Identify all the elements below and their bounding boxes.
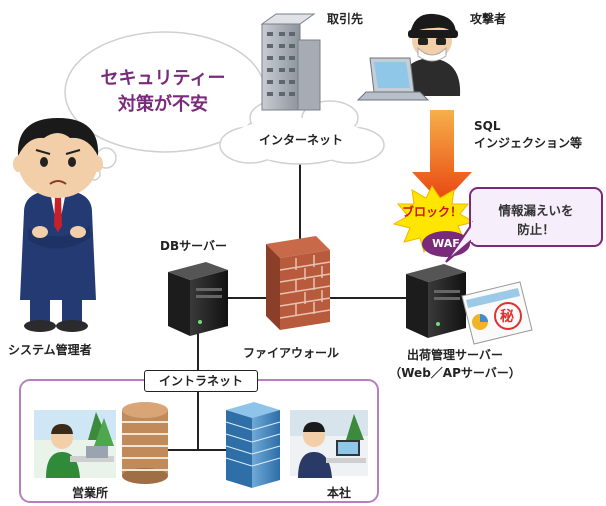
shipping-line-1: 出荷管理サーバー	[407, 348, 503, 362]
internet-label: インターネット	[259, 133, 344, 147]
callout-line-1: 情報漏えいを	[498, 203, 574, 218]
leak-prevention-callout	[445, 187, 603, 263]
admin-label: システム管理者	[8, 343, 92, 357]
firewall-label: ファイアウォール	[243, 346, 340, 360]
headquarters-label: 本社	[327, 486, 352, 500]
client-label: 取引先	[327, 12, 364, 26]
attacker-label: 攻撃者	[470, 12, 507, 26]
db-server-icon	[168, 262, 228, 336]
secret-mark: 秘	[500, 309, 514, 325]
shipping-server-label: 出荷管理サーバー （Web／APサーバー）	[380, 346, 530, 382]
shipping-line-2: （Web／APサーバー）	[389, 366, 521, 380]
callout-line-2: 防止！	[517, 222, 555, 237]
confidential-document-icon	[461, 281, 533, 345]
shipping-server-icon	[406, 264, 466, 338]
headquarters-building-icon	[225, 402, 281, 488]
sql-line-1: SQL	[474, 119, 501, 133]
client-building-icon	[260, 13, 321, 111]
block-label: ブロック！	[401, 205, 462, 219]
waf-label: WAF	[432, 237, 460, 250]
sales-office-scene	[34, 410, 116, 478]
sales-office-label: 営業所	[72, 486, 109, 500]
system-admin-icon	[13, 118, 103, 332]
intranet-label: イントラネット	[144, 370, 258, 392]
db-server-label: DBサーバー	[160, 239, 227, 253]
sql-injection-label: SQL インジェクション等	[474, 118, 582, 152]
attack-arrow	[412, 110, 472, 204]
sql-line-2: インジェクション等	[474, 136, 583, 150]
firewall-icon	[266, 236, 331, 330]
thought-bubble-text: セキュリティー 対策が不安	[78, 66, 248, 118]
thought-line-2: 対策が不安	[118, 94, 208, 115]
internet-cloud	[219, 99, 385, 165]
sales-office-building-icon	[122, 402, 168, 484]
headquarters-office-scene	[290, 410, 368, 478]
callout-text: 情報漏えいを 防止！	[476, 201, 596, 239]
thought-line-1: セキュリティー	[100, 68, 226, 89]
attacker-icon	[356, 13, 461, 101]
